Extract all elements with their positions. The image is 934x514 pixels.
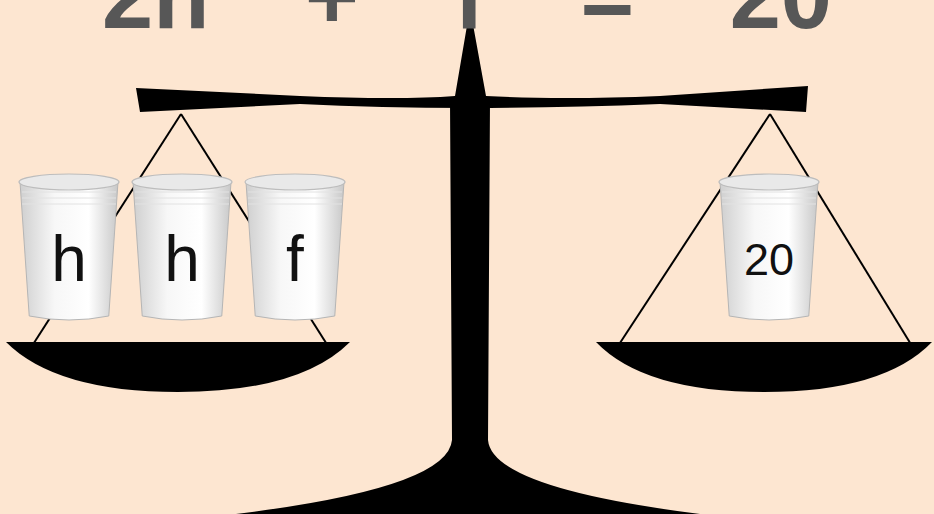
cup-label: f — [244, 172, 346, 291]
right-pan — [596, 342, 932, 392]
cup-label: h — [18, 172, 120, 291]
cup-label: 20 — [718, 172, 820, 282]
variable-cup: h — [18, 172, 120, 322]
number-cup: 20 — [718, 172, 820, 322]
left-pan — [6, 342, 350, 392]
equation-label: 2h + f = 20 — [0, 0, 934, 42]
cup-label: h — [131, 172, 233, 291]
scale-post — [236, 100, 700, 514]
variable-cup: h — [131, 172, 233, 322]
variable-cup: f — [244, 172, 346, 322]
